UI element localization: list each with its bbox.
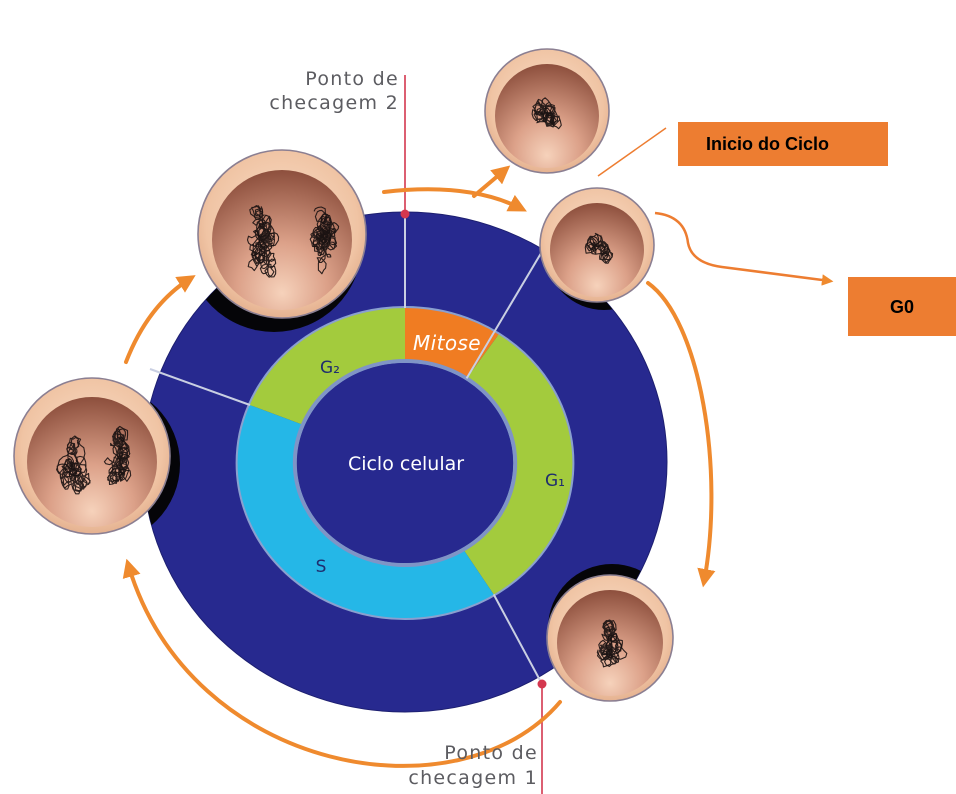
phase-label-g1: G₁ [545, 471, 565, 491]
cell-s [14, 378, 170, 534]
cell-nucleus-cavity [27, 397, 157, 527]
checkpoint-1-dot [538, 680, 547, 689]
checkpoint-2-label: Ponto de checagem 2 [269, 68, 399, 114]
callout-g0: G0 [655, 213, 956, 336]
callout-cycle-start-connector [598, 128, 666, 176]
callout-cycle-start-label: Inicio do Ciclo [706, 134, 829, 154]
cell-g1-late [547, 575, 673, 701]
cell-g0 [485, 49, 609, 173]
cell-g1-early [540, 188, 654, 302]
phase-label-s: S [316, 557, 327, 577]
callout-cycle-start: Inicio do Ciclo [598, 122, 888, 176]
callout-g0-label: G0 [890, 297, 914, 317]
checkpoint-2-dot [401, 210, 410, 219]
checkpoint-2-marker [401, 75, 410, 219]
checkpoint-1-label-line2: checagem 1 [408, 767, 538, 789]
cell-nucleus-cavity [557, 590, 663, 696]
center-label: Ciclo celular [348, 453, 464, 475]
cell-nucleus-cavity [550, 203, 644, 297]
phase-label-g2: G₂ [320, 358, 340, 378]
arrow-exit-to-g0 [474, 169, 506, 196]
cell-g2 [198, 150, 366, 318]
checkpoint-2-label-line1: Ponto de [305, 68, 399, 90]
phase-label-mitosis: Mitose [413, 331, 481, 355]
checkpoint-2-label-line2: checagem 2 [269, 92, 399, 114]
checkpoint-1-marker [538, 680, 547, 794]
checkpoint-1-label-line1: Ponto de [444, 742, 538, 764]
callout-g0-connector [655, 213, 830, 281]
